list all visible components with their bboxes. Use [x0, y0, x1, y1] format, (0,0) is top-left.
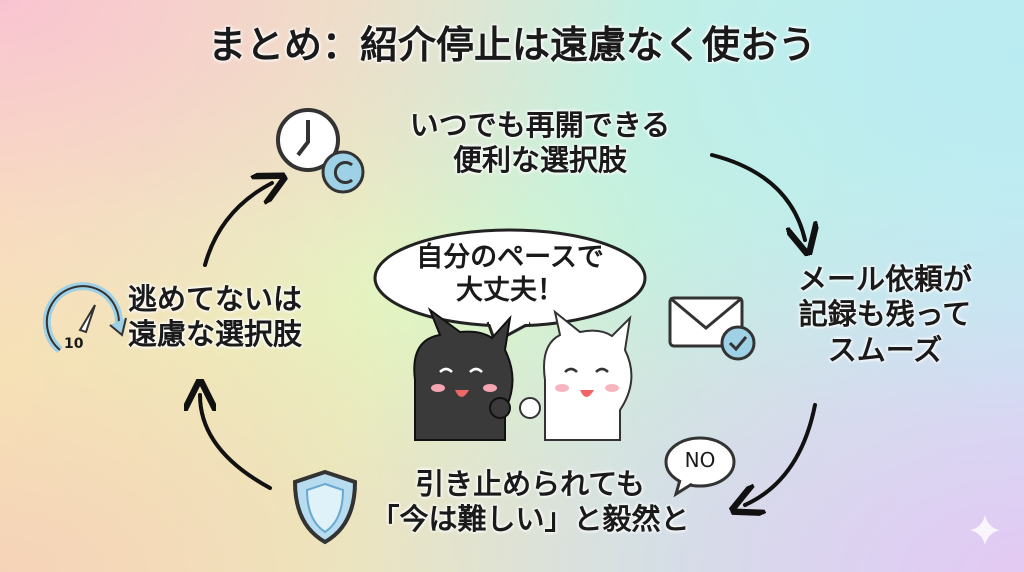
cycle-arrow-top-left [203, 183, 272, 267]
gauge-icon [42, 282, 127, 354]
step-left-line1: 逃めてないは [128, 282, 303, 316]
step-left-text: 逃めてないは遠慮な選択肢 [128, 282, 368, 353]
white-cat [519, 309, 633, 441]
page-title: まとめ：紹介停止は遠慮なく使おう [207, 23, 816, 67]
step-left-line2: 遠慮な選択肢 [128, 317, 303, 352]
sparkle-icon [970, 515, 1000, 545]
speech-line2: 大丈夫！ [456, 274, 564, 306]
cycle-arrow-bottom-right [745, 403, 817, 505]
speech-line1: 自分のペースで [416, 242, 604, 273]
speech-bubble-text: 自分のペースで大丈夫！ [390, 242, 630, 308]
clock-refresh-icon [276, 108, 365, 194]
no-badge-text: NO [684, 448, 716, 472]
step-top-line1: いつでも再開できる [409, 108, 671, 142]
cycle-arrow-top-right [710, 153, 805, 240]
cycle-arrow-bottom-left [200, 395, 272, 490]
envelope-check-icon [668, 296, 756, 361]
step-right-line3: スムーズ [827, 332, 943, 367]
step-right-line2: 記録も残って [798, 297, 972, 332]
black-cat [413, 307, 514, 441]
step-top-line2: 便利な選択肢 [452, 143, 627, 178]
step-right-text: メール依頼が記録も残ってスムーズ [755, 262, 1015, 368]
step-right-line1: メール依頼が [797, 262, 972, 296]
step-top-text: いつでも再開できる便利な選択肢 [370, 108, 710, 179]
no-speech-badge [664, 436, 736, 498]
shield-icon [292, 469, 358, 545]
step-bottom-text: 引き止められても「今は難しい」と毅然と [370, 467, 690, 538]
step-bottom-line2: 「今は難しい」と毅然と [370, 502, 690, 537]
gauge-label: 10 [64, 336, 84, 352]
step-bottom-line1: 引き止められても [415, 467, 645, 501]
